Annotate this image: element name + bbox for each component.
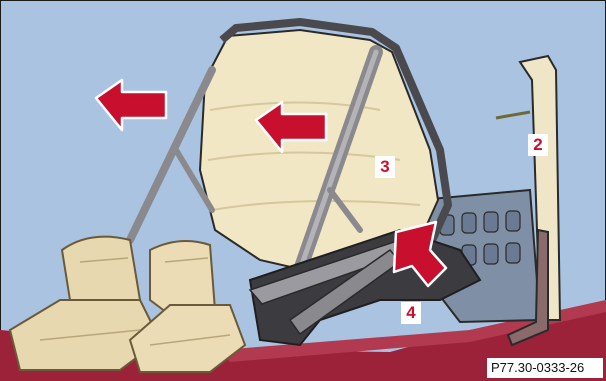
callout-label-3: 3: [375, 156, 395, 178]
callout-label-4: 4: [401, 302, 421, 324]
figure-reference-code: P77.30-0333-26: [487, 358, 603, 378]
callout-label-2: 2: [528, 134, 548, 156]
